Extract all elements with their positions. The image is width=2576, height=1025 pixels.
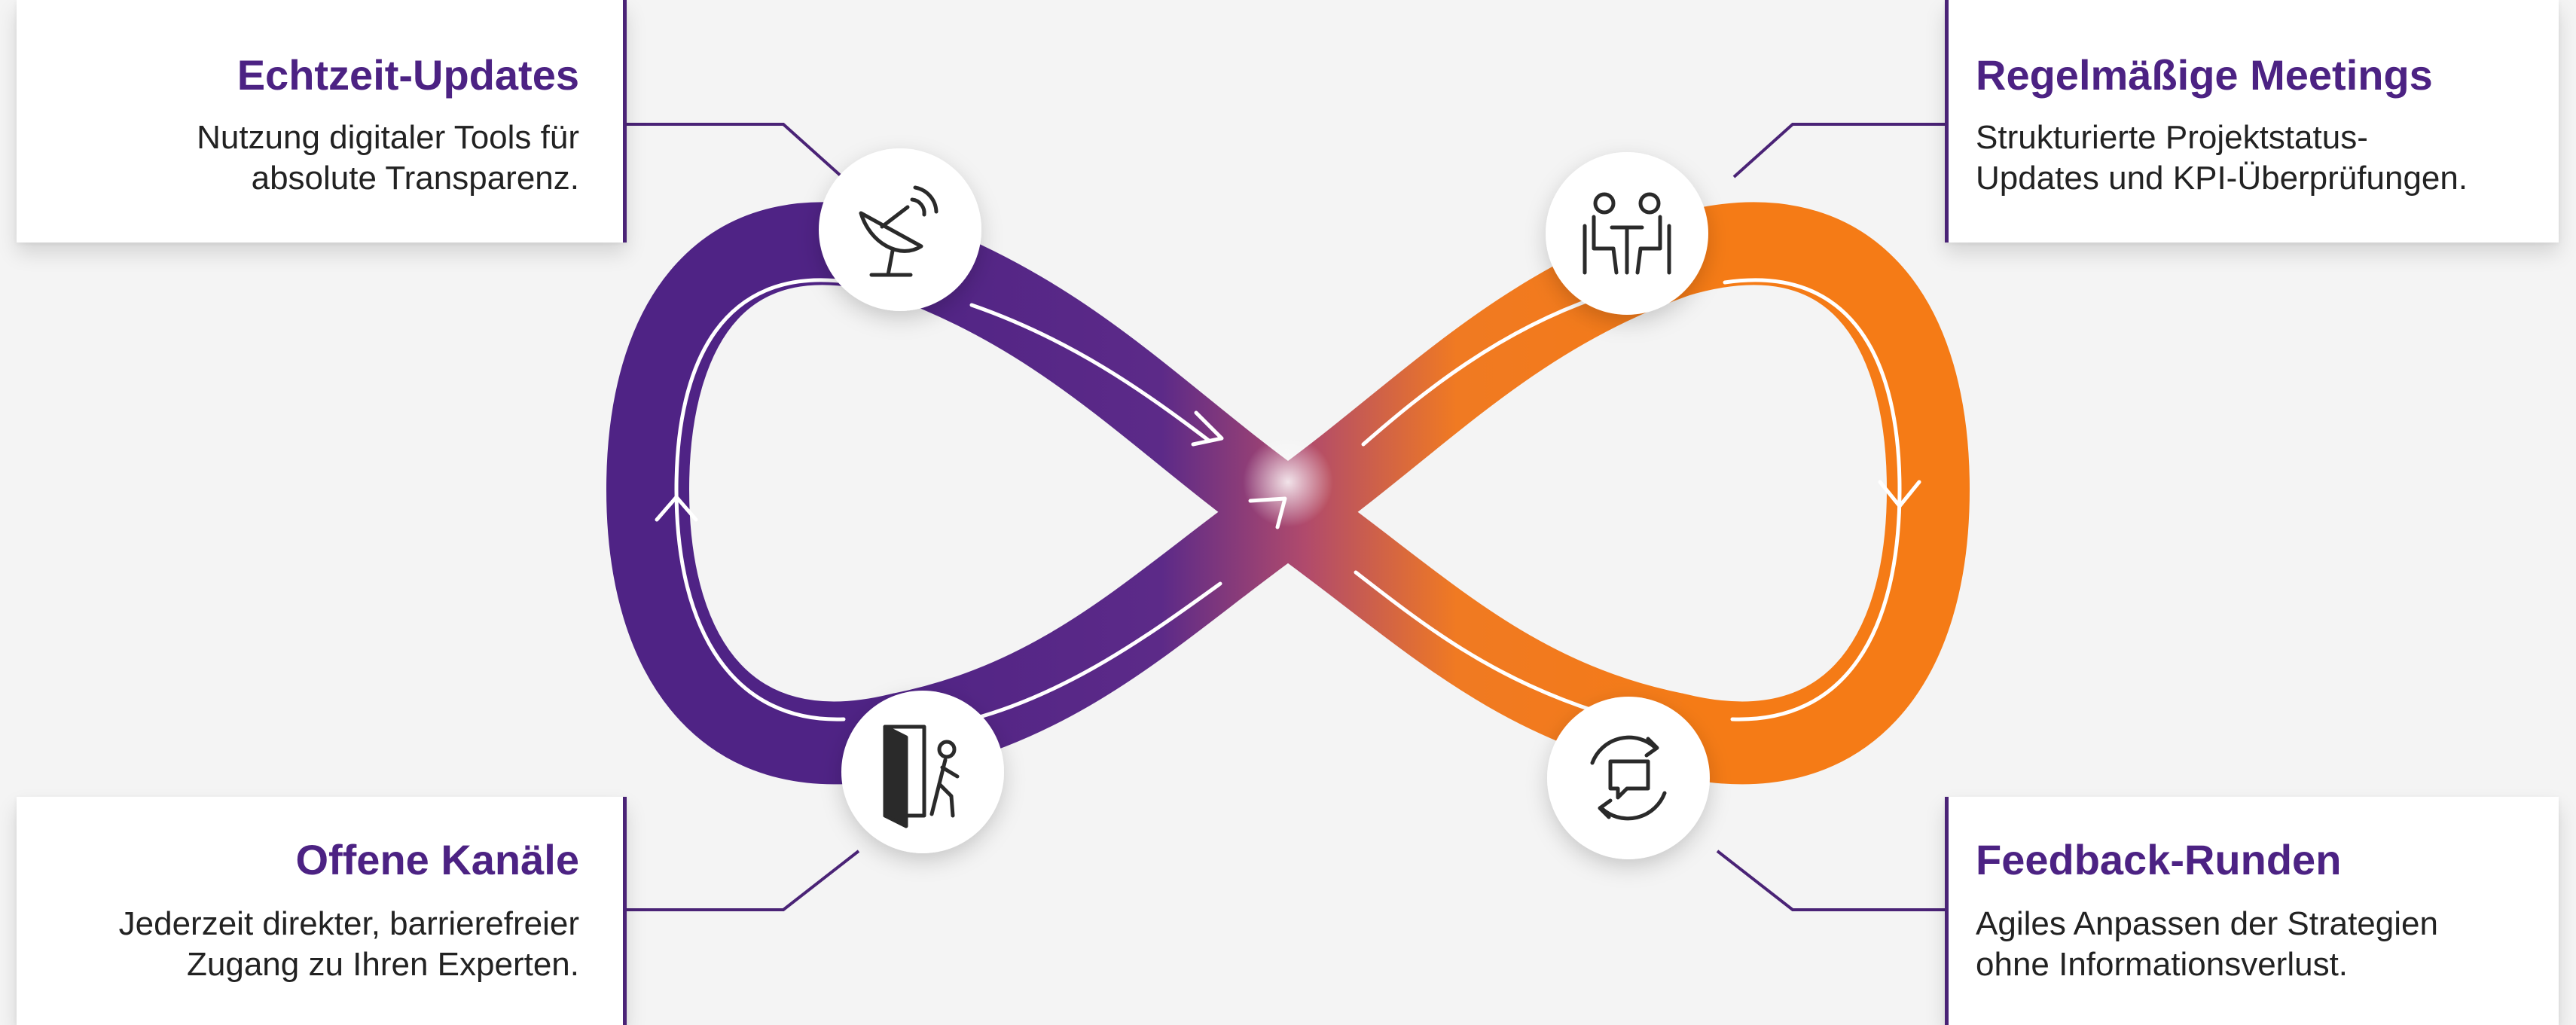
card-description: Agiles Anpassen der Strategien ohne Info… <box>1976 904 2559 985</box>
connector-top-right <box>1732 123 1945 178</box>
satellite-dish-icon <box>859 185 939 277</box>
card-description-line: Jederzeit direkter, barrierefreier <box>118 905 579 942</box>
card-description: Nutzung digitaler Tools für absolute Tra… <box>17 117 579 199</box>
connector-bottom-left <box>627 850 860 911</box>
card-description: Strukturierte Projektstatus- Updates und… <box>1976 117 2559 199</box>
connector-lines <box>627 123 1945 911</box>
arrow-cross-up <box>1248 496 1287 529</box>
card-echtzeit-updates: Echtzeit-Updates Nutzung digitaler Tools… <box>17 0 627 243</box>
flow-lines <box>655 278 1921 721</box>
node-top-left <box>819 148 981 311</box>
meeting-table-icon <box>1583 192 1671 275</box>
card-description-line: Nutzung digitaler Tools für <box>197 119 579 156</box>
card-description-line: Agiles Anpassen der Strategien <box>1976 905 2438 942</box>
card-feedback-runden: Feedback-Runden Agiles Anpassen der Stra… <box>1945 797 2559 1025</box>
card-description: Jederzeit direkter, barrierefreier Zugan… <box>17 904 579 985</box>
card-regelmaessige-meetings: Regelmäßige Meetings Strukturierte Proje… <box>1945 0 2559 243</box>
card-title: Echtzeit-Updates <box>237 51 579 99</box>
card-title: Feedback-Runden <box>1976 836 2342 883</box>
card-title: Regelmäßige Meetings <box>1976 51 2433 99</box>
card-offene-kanaele: Offene Kanäle Jederzeit direkter, barrie… <box>17 797 627 1025</box>
crossing-glow <box>1243 437 1333 527</box>
arrow-cross-down <box>1191 410 1224 447</box>
arrow-left-loop <box>655 495 698 522</box>
connector-top-left <box>627 123 844 178</box>
loop-left-band <box>606 202 942 785</box>
card-description-line: absolute Transparenz. <box>251 160 579 197</box>
card-description-line: Strukturierte Projektstatus- <box>1976 119 2368 156</box>
feedback-cycle-icon <box>1590 735 1667 821</box>
node-bottom-right <box>1547 697 1710 859</box>
open-door-icon <box>883 725 960 828</box>
connector-bottom-right <box>1716 850 1945 911</box>
loop-right-band <box>1634 202 1970 785</box>
card-description-line: Zugang zu Ihren Experten. <box>187 946 579 983</box>
card-description-line: ohne Informationsverlust. <box>1976 946 2349 983</box>
card-title: Offene Kanäle <box>295 836 579 883</box>
arrow-right-loop <box>1878 480 1921 508</box>
card-description-line: Updates und KPI-Überprüfungen. <box>1976 160 2468 197</box>
